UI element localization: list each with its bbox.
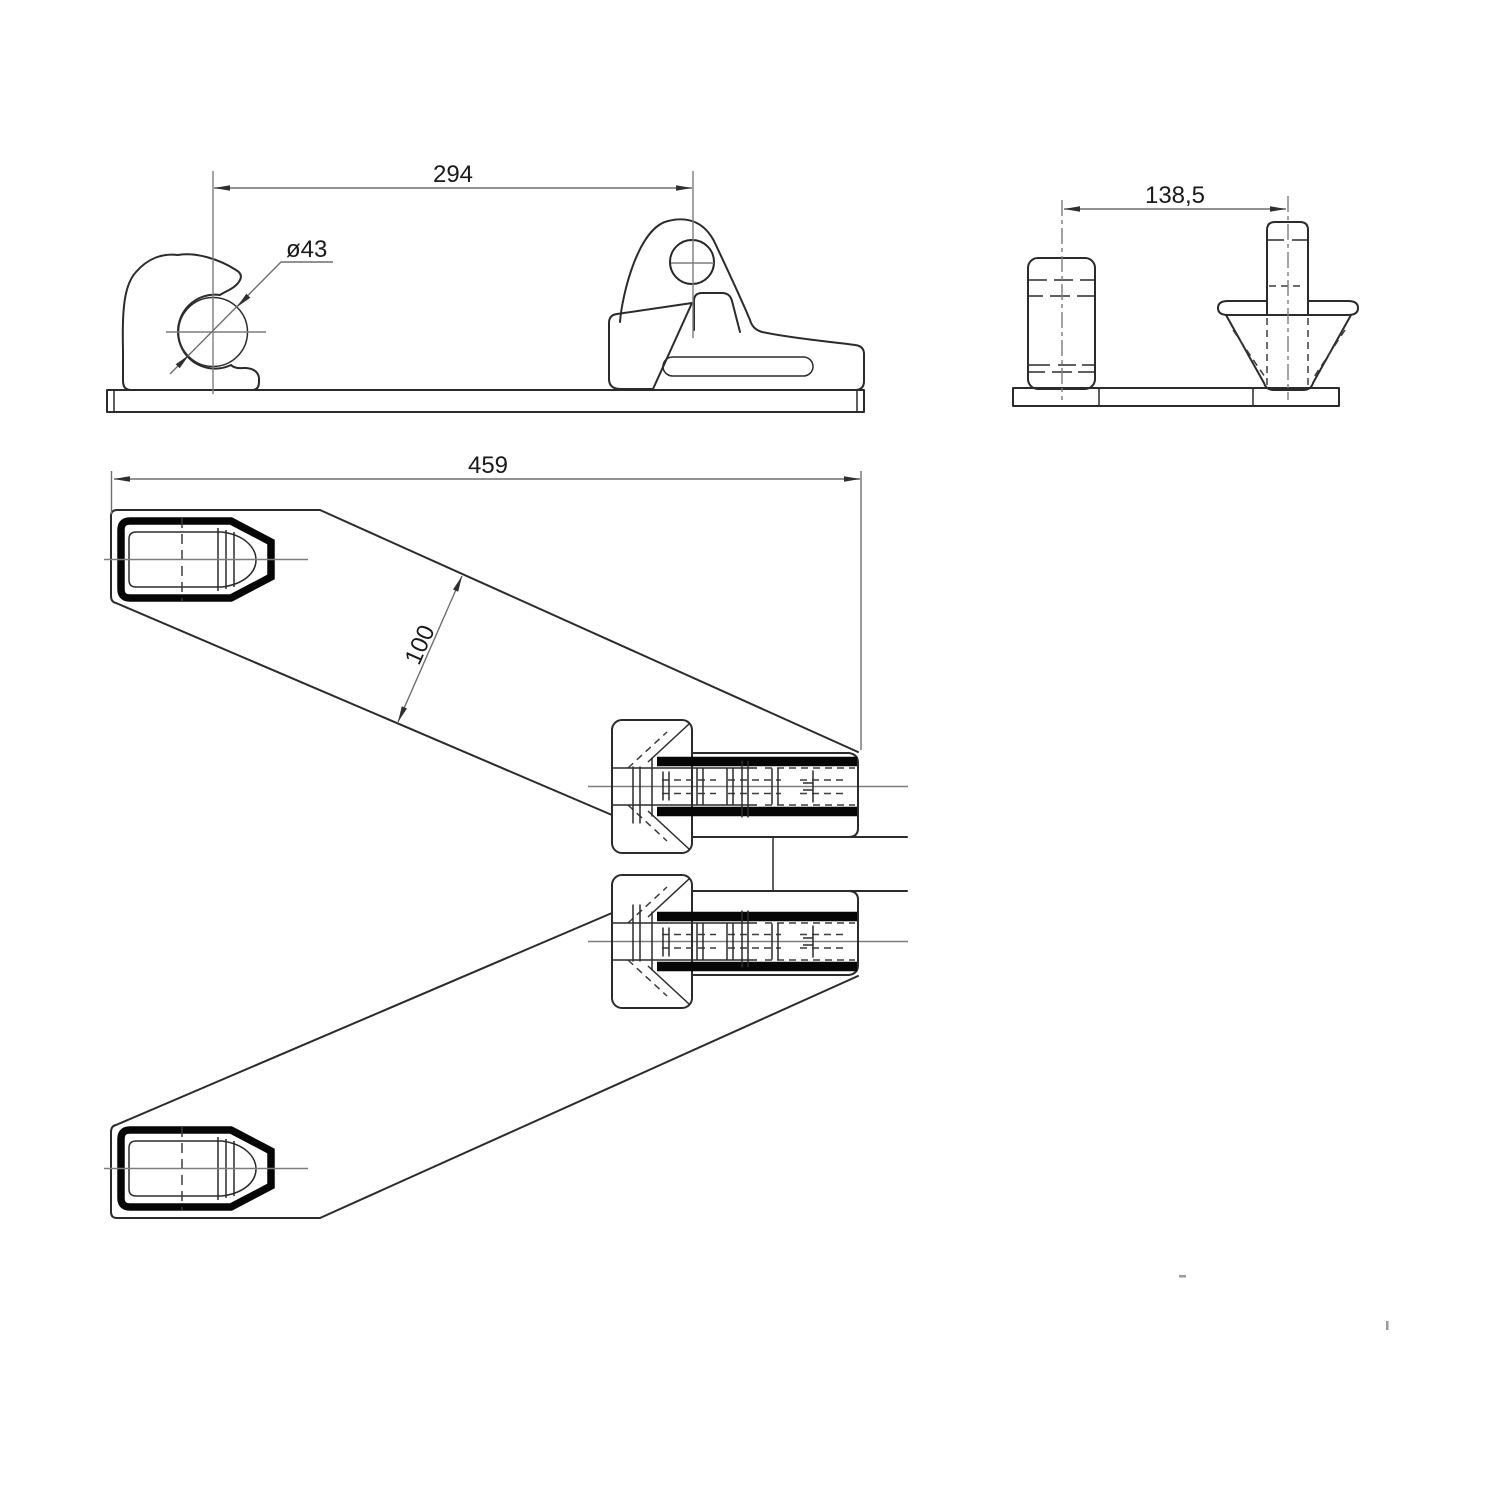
dimension-arm-width: 100 — [397, 575, 463, 723]
dimension-overall-length: 459 — [110, 452, 862, 750]
upper-hook-head — [104, 517, 308, 602]
wedge-end — [1217, 196, 1359, 400]
hook-boss-end — [1027, 200, 1096, 400]
side-view-baseplate — [106, 389, 865, 413]
dim-label-pin-spacing: 294 — [433, 161, 473, 188]
dim-label-bore-diameter: ø43 — [286, 236, 327, 263]
upper-pin-assembly — [588, 720, 908, 853]
end-view: 138,5 — [1012, 182, 1359, 407]
fork-lower-arm-outline — [110, 912, 859, 1219]
lower-pin-assembly — [588, 875, 908, 1008]
dim-label-arm-width: 100 — [400, 621, 441, 669]
latch-bracket-part — [608, 171, 865, 391]
bracket-hole-circle — [669, 239, 715, 285]
end-view-baseplate — [1012, 387, 1340, 407]
dimension-mount-spacing: 138,5 — [1064, 182, 1286, 212]
dim-label-overall-length: 459 — [468, 452, 508, 479]
print-artifact — [1179, 1275, 1186, 1278]
hook-part — [121, 171, 266, 394]
lower-hook-head — [104, 1126, 308, 1211]
dim-label-mount-spacing: 138,5 — [1145, 182, 1205, 209]
dimension-bore-diameter: ø43 — [169, 236, 333, 375]
side-view: 294 ø43 — [106, 161, 865, 413]
plan-view: 459 100 — [104, 452, 908, 1219]
dimension-pin-spacing: 294 — [214, 161, 692, 191]
print-artifact — [1386, 1321, 1389, 1330]
fork-upper-arm-outline — [110, 509, 859, 816]
